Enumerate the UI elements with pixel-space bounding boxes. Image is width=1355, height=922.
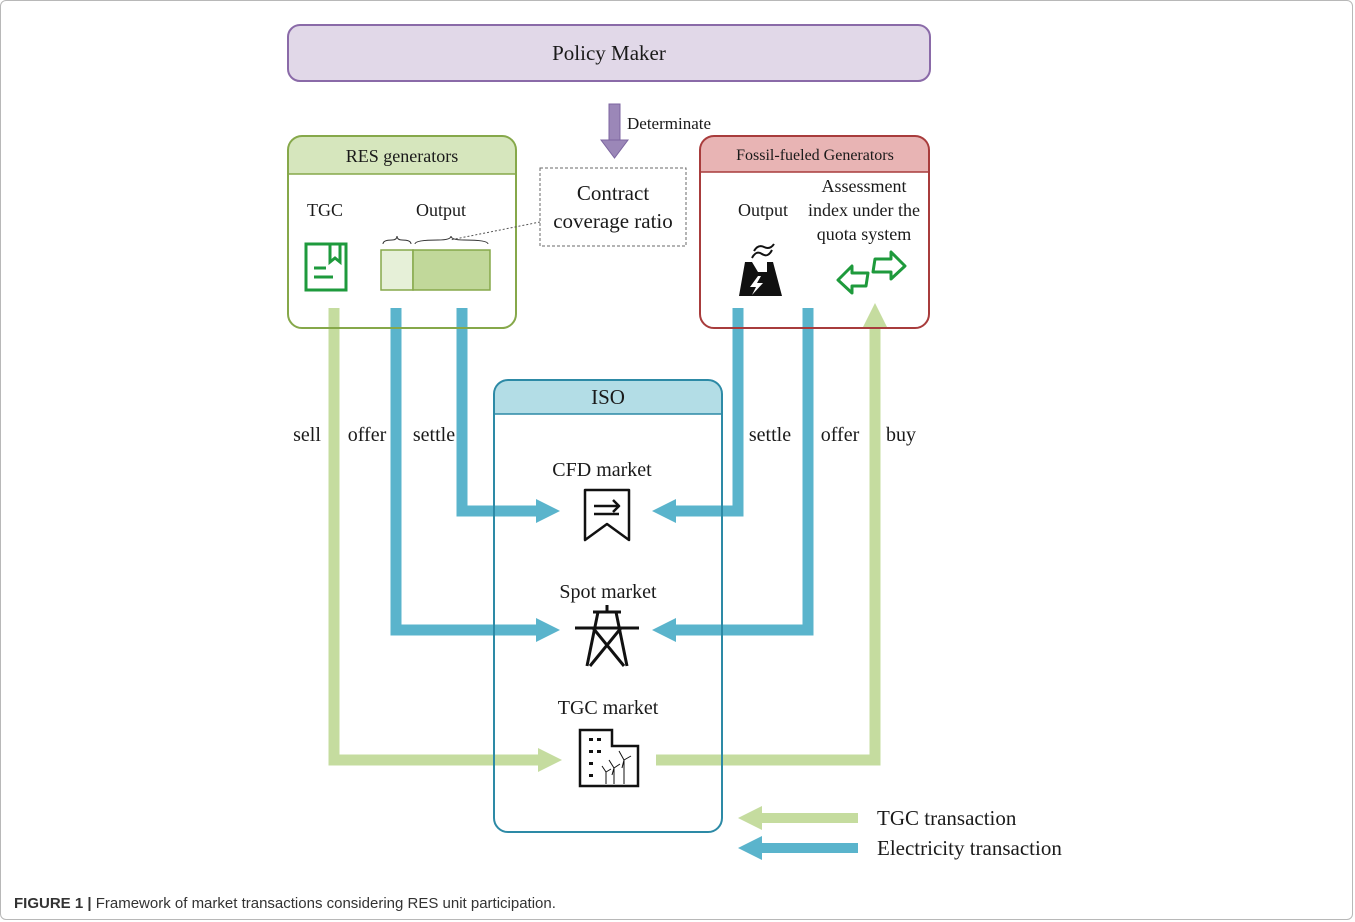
output-bar: [380, 235, 491, 291]
label-settle-left: settle: [413, 424, 455, 446]
res-generators-box: RES generators TGC Output: [287, 135, 517, 329]
transmission-tower-icon: [575, 605, 639, 667]
label-offer-left: offer: [348, 424, 387, 446]
determinate-label: Determinate: [627, 114, 711, 133]
tgc-flows: [328, 303, 887, 772]
iso-title: ISO: [591, 385, 625, 409]
electricity-flows: [390, 308, 814, 642]
flow-offer-right-path: [674, 308, 814, 636]
contract-coverage-box: Contract coverage ratio: [449, 167, 687, 247]
legend-electricity: Electricity transaction: [738, 836, 1062, 860]
caption-text: Framework of market transactions conside…: [91, 895, 556, 912]
policy-maker-box: Policy Maker: [287, 24, 931, 82]
flow-sell-path: [328, 308, 540, 766]
cfd-market-label: CFD market: [552, 459, 652, 481]
fossil-output-label: Output: [738, 200, 788, 220]
flow-buy-arrowhead: [863, 303, 887, 327]
flow-offer-left-path: [390, 308, 538, 636]
legend: TGC transaction Electricity transaction: [738, 806, 1062, 860]
flow-settle-left-path: [456, 308, 538, 517]
flow-settle-left-arrowhead: [536, 499, 560, 523]
spot-market-label: Spot market: [559, 581, 657, 603]
flow-buy-path: [656, 325, 881, 766]
legend-tgc: TGC transaction: [738, 806, 1017, 830]
fossil-generators-box: Fossil-fueled Generators Output Assessme…: [699, 135, 930, 329]
exchange-arrows-icon: [836, 250, 907, 295]
policy-maker-label: Policy Maker: [552, 41, 666, 65]
renewable-building-icon: [578, 728, 640, 788]
fossil-generators-title: Fossil-fueled Generators: [736, 147, 894, 164]
contract-line1: Contract: [577, 181, 649, 205]
tgc-market-label: TGC market: [558, 697, 659, 719]
flow-labels: sell offer settle settle offer buy: [293, 424, 916, 446]
flow-sell-arrowhead: [538, 748, 562, 772]
power-plant-icon: [739, 243, 782, 296]
res-output-label: Output: [416, 200, 466, 220]
flow-settle-right-path: [674, 308, 744, 517]
figure-caption: FIGURE 1 | Framework of market transacti…: [14, 895, 556, 912]
iso-box: ISO CFD market Spot market TGC market: [493, 379, 723, 833]
assessment-line3: quota system: [817, 224, 912, 244]
flow-offer-left-arrowhead: [536, 618, 560, 642]
label-settle-right: settle: [749, 424, 791, 446]
contract-icon: [583, 488, 631, 542]
framework-diagram: Policy Maker Determinate RES generators …: [287, 24, 1062, 860]
flow-settle-right-arrowhead: [652, 499, 676, 523]
legend-electricity-label: Electricity transaction: [877, 836, 1062, 860]
label-sell: sell: [293, 424, 321, 446]
assessment-line2: index under the: [808, 200, 920, 220]
flow-offer-right-arrowhead: [652, 618, 676, 642]
determinate-arrow: Determinate: [600, 103, 711, 159]
label-buy: buy: [886, 424, 916, 446]
assessment-line1: Assessment: [822, 176, 907, 196]
contract-line2: coverage ratio: [553, 209, 673, 233]
label-offer-right: offer: [821, 424, 860, 446]
res-generators-title: RES generators: [346, 146, 458, 166]
certificate-icon: [304, 242, 348, 292]
caption-label: FIGURE 1 |: [14, 895, 92, 912]
legend-tgc-label: TGC transaction: [877, 806, 1017, 830]
res-tgc-label: TGC: [307, 200, 343, 220]
contract-pointer-line: [449, 221, 541, 241]
